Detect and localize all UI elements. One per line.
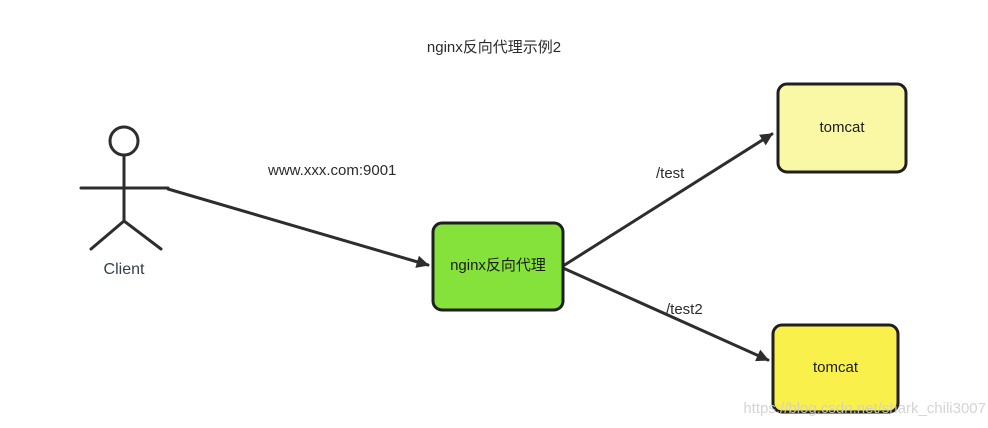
client-figure-head	[108, 125, 140, 157]
watermark: https://blog.csdn.net/shark_chili3007	[743, 400, 986, 417]
tomcat-bottom-node-box	[771, 323, 900, 414]
client-figure-right-leg	[122, 219, 163, 251]
diagram-nodes	[431, 82, 908, 414]
edge-client-to-nginx	[166, 187, 430, 268]
diagram-edges	[166, 132, 774, 362]
edge-nginx-to-tomcat-top	[561, 132, 774, 268]
client-figure-left-leg	[89, 219, 126, 251]
edge-label-client-to-nginx: www.xxx.com:9001	[268, 162, 397, 179]
edge-label-nginx-to-tomcat-bottom: /test2	[666, 301, 703, 318]
client-node-label: Client	[103, 261, 145, 278]
nginx-node-box	[431, 221, 565, 312]
edge-nginx-to-tomcat-bottom	[561, 266, 770, 362]
client-stick-figure	[79, 125, 170, 251]
edge-label-nginx-to-tomcat-top: /test	[656, 165, 685, 182]
tomcat-top-node-box	[776, 82, 908, 174]
diagram-title: nginx反向代理示例2	[426, 39, 562, 56]
